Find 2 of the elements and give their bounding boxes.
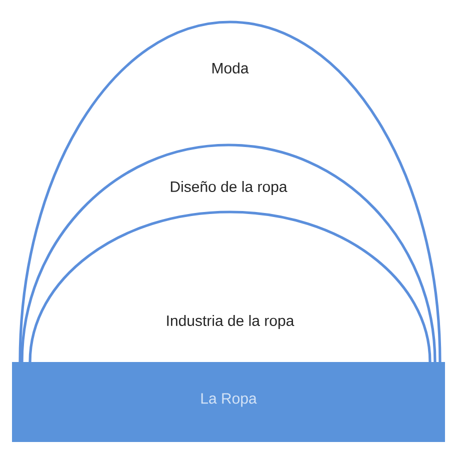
base-bar: La Ropa: [12, 362, 445, 442]
arch: Industria de la ropa: [28, 210, 432, 362]
